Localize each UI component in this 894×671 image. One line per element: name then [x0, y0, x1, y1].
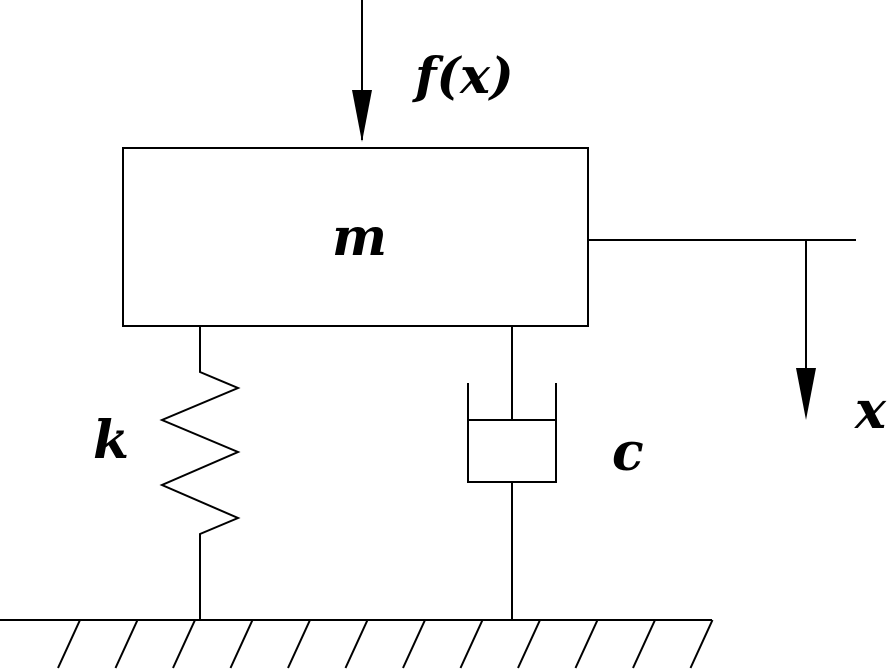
displacement-label: x — [854, 380, 887, 441]
ground-hatch-line — [689, 619, 714, 669]
ground-hatch-line — [114, 619, 139, 669]
damper-label: c — [612, 422, 644, 483]
ground-hatch-line — [344, 619, 369, 669]
force-label: f(x) — [412, 46, 514, 105]
displacement-arrow — [588, 239, 856, 420]
mass-block — [122, 147, 589, 327]
ground-hatching — [57, 619, 714, 669]
mass-label: m — [332, 207, 387, 268]
ground-hatch-line — [402, 619, 426, 669]
ground-hatch-line — [459, 619, 484, 669]
damper — [467, 326, 557, 620]
ground-hatch-line — [172, 619, 196, 669]
ground-hatch-line — [57, 619, 81, 669]
force-arrow — [352, 0, 372, 142]
ground — [0, 619, 714, 669]
ground-hatch-line — [517, 619, 541, 669]
ground-hatch-line — [229, 619, 254, 669]
spring-label: k — [93, 410, 129, 471]
ground-hatch-line — [574, 619, 599, 669]
ground-hatch-line — [632, 619, 656, 669]
ground-hatch-line — [287, 619, 311, 669]
spring — [159, 326, 241, 620]
